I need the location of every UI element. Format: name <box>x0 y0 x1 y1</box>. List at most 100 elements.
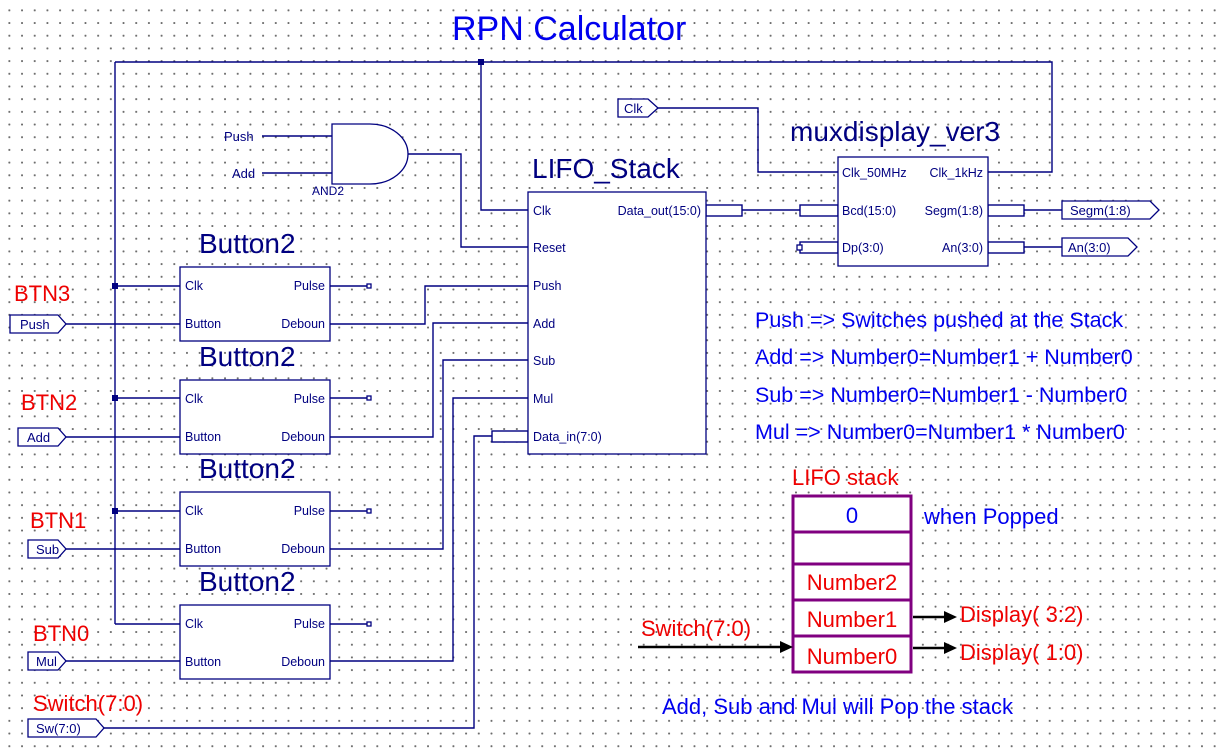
note-sub: Sub => Number0=Number1 - Number0 <box>755 383 1127 407</box>
stack-cell <box>791 530 913 566</box>
mul-port-label: Mul <box>36 654 57 669</box>
segm-bus-stub <box>987 204 1025 217</box>
sub-port-label: Sub <box>36 542 59 557</box>
button-title: Button2 <box>199 566 296 597</box>
segm-port-shape <box>1061 200 1160 220</box>
btn0-label: BTN0 <box>33 621 89 646</box>
button-pin-clk: Clk <box>185 392 204 406</box>
button-block-btn1[interactable]: Button2 Clk Pulse Button Deboun <box>179 453 331 567</box>
button-block-btn0[interactable]: Button2 Clk Pulse Button Deboun <box>179 566 331 680</box>
button-block-btn2[interactable]: Button2 Clk Pulse Button Deboun <box>179 341 331 455</box>
lifo-stack-block[interactable]: LIFO_Stack Clk Reset Push Add Sub Mul Da… <box>527 153 707 455</box>
lifo-clk-wire <box>480 62 528 211</box>
an-output-port[interactable]: An(3:0) <box>1061 237 1138 257</box>
pulse-terminal <box>366 621 372 627</box>
button-title: Button2 <box>199 453 296 484</box>
lifo-pin-mul: Mul <box>533 392 553 406</box>
an-port-label: An(3:0) <box>1068 240 1111 255</box>
button-body <box>179 604 331 680</box>
an-bus-stub <box>987 241 1025 254</box>
junction-dot <box>478 59 484 65</box>
junction-dot <box>112 508 118 514</box>
lifo-pin-reset: Reset <box>533 241 566 255</box>
clock-feedback-wire <box>115 61 1053 173</box>
mux-clk-wire <box>658 107 838 173</box>
switch-arrowhead <box>780 641 793 653</box>
segm-output-port[interactable]: Segm(1:8) <box>1061 200 1160 220</box>
and2-gate-label: AND2 <box>312 184 344 198</box>
schematic-title: RPN Calculator <box>452 10 686 48</box>
pulse-terminal <box>366 283 372 289</box>
button-pin-pulse: Pulse <box>294 392 325 406</box>
pulse-terminal <box>366 395 372 401</box>
mux-pin-clk-50mhz: Clk_50MHz <box>842 166 907 180</box>
stack-cell <box>791 598 913 638</box>
button-pin-debounce: Deboun <box>281 655 325 669</box>
lifo-pin-add: Add <box>533 317 555 331</box>
mul-input-port[interactable]: Mul <box>27 651 67 671</box>
lifo-stack-body <box>527 191 707 455</box>
stack-switch-label: Switch(7:0) <box>641 616 751 641</box>
note-mul: Mul => Number0=Number1 * Number0 <box>755 420 1125 444</box>
push-port-shape <box>9 314 67 334</box>
sub-debounce-wire <box>330 359 528 550</box>
mux-pin-dp: Dp(3:0) <box>842 241 884 255</box>
stack-diagram-title: LIFO stack <box>792 465 899 490</box>
button-pin-button: Button <box>185 317 221 331</box>
switch-label: Switch(7:0) <box>33 691 143 716</box>
btn3-label: BTN3 <box>14 281 70 306</box>
stack-cell-number2: Number2 <box>807 570 897 595</box>
stack-cell <box>791 562 913 602</box>
add-port-label: Add <box>27 430 50 445</box>
sub-port-shape <box>27 539 67 559</box>
sw-port-shape <box>27 718 105 738</box>
push-input-port[interactable]: Push <box>9 314 67 334</box>
button-pin-debounce: Deboun <box>281 430 325 444</box>
sw-input-port[interactable]: Sw(7:0) <box>27 718 105 738</box>
add-port-shape <box>17 427 67 447</box>
mul-port-shape <box>27 651 67 671</box>
add-input-port[interactable]: Add <box>17 427 67 447</box>
display-32-label: Display( 3:2) <box>960 602 1083 627</box>
muxdisplay-block[interactable]: muxdisplay_ver3 Clk_50MHz Bcd(15:0) Dp(3… <box>790 116 1000 267</box>
stack-cell <box>791 634 913 674</box>
and2-gate[interactable]: Push Add AND2 <box>224 123 409 198</box>
mux-pin-bcd: Bcd(15:0) <box>842 204 896 218</box>
button-pin-pulse: Pulse <box>294 617 325 631</box>
stack-cell-top: 0 <box>846 503 858 528</box>
button-pin-debounce: Deboun <box>281 317 325 331</box>
stack-footer-note: Add, Sub and Mul will Pop the stack <box>662 694 1014 719</box>
muxdisplay-title: muxdisplay_ver3 <box>790 116 1000 147</box>
lifo-pin-data-in: Data_in(7:0) <box>533 430 602 444</box>
lifo-pin-push: Push <box>533 279 562 293</box>
lifo-pin-sub: Sub <box>533 354 555 368</box>
bcd-bus-stub <box>799 204 839 217</box>
switch-bus-wire <box>104 435 492 729</box>
dp-terminal <box>796 244 803 251</box>
stack-cell-number1: Number1 <box>807 607 897 632</box>
lifo-pin-data-out: Data_out(15:0) <box>618 204 701 218</box>
add-debounce-wire <box>330 322 528 438</box>
lifo-stack-title: LIFO_Stack <box>532 153 681 184</box>
junction-dot <box>112 395 118 401</box>
button-pin-button: Button <box>185 542 221 556</box>
note-add: Add => Number0=Number1 + Number0 <box>755 345 1133 369</box>
mul-debounce-wire <box>330 397 528 662</box>
clk-input-port[interactable]: Clk <box>617 98 659 118</box>
btn1-label: BTN1 <box>30 508 86 533</box>
clk-port-label: Clk <box>624 101 643 116</box>
lifo-reset-wire <box>408 153 528 248</box>
button-block-btn3[interactable]: Button2 Clk Pulse Button Deboun <box>179 228 331 342</box>
pulse-terminal <box>366 508 372 514</box>
display10-arrowhead <box>944 642 957 654</box>
junction-dot <box>112 283 118 289</box>
push-port-label: Push <box>20 317 50 332</box>
button-body <box>179 266 331 342</box>
button-pin-clk: Clk <box>185 504 204 518</box>
btn2-label: BTN2 <box>21 390 77 415</box>
button-pin-clk: Clk <box>185 279 204 293</box>
stack-cell-number0: Number0 <box>807 644 897 669</box>
wires <box>66 59 1062 729</box>
sub-input-port[interactable]: Sub <box>27 539 67 559</box>
